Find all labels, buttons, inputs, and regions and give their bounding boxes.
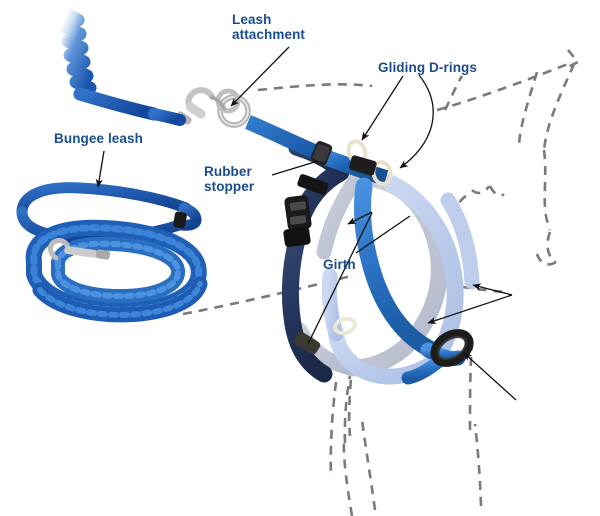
leader-chest-strap-up — [472, 283, 513, 296]
label-rubber-stopper: Rubber stopper — [204, 164, 255, 194]
label-bungee-leash: Bungee leash — [54, 131, 143, 146]
strap-adjuster-navy — [297, 174, 329, 195]
coil-snap-clip — [47, 237, 111, 261]
rubber-stopper-part — [310, 141, 333, 166]
leader-leash-attachment — [230, 46, 290, 107]
bungee-leash-coil — [16, 182, 208, 323]
label-gliding-d-rings: Gliding D-rings — [378, 60, 477, 75]
label-leash-attachment: Leash attachment — [232, 12, 306, 42]
side-release-buckle — [283, 195, 312, 248]
belly-clip — [430, 329, 474, 367]
bungee-leash-top-tail — [59, 7, 186, 126]
leader-girth-lower-tail — [307, 212, 373, 345]
strap-slider-upper — [349, 155, 377, 176]
leader-rubber-stopper — [271, 160, 319, 176]
label-girth: Girth — [323, 257, 356, 272]
leader-chest-strap-left — [427, 294, 513, 324]
leader-bungee-leash — [95, 150, 105, 188]
gliding-d-ring-rear — [371, 160, 393, 186]
leader-gliding-d-rings-rear — [399, 74, 434, 169]
leader-girth-right — [355, 215, 411, 254]
strap-end-tip — [293, 331, 321, 355]
leader-gliding-d-rings-front — [361, 75, 404, 141]
leader-girth-upper — [347, 211, 373, 225]
gliding-d-ring-low — [333, 316, 357, 336]
leader-belly-clip — [463, 352, 517, 401]
